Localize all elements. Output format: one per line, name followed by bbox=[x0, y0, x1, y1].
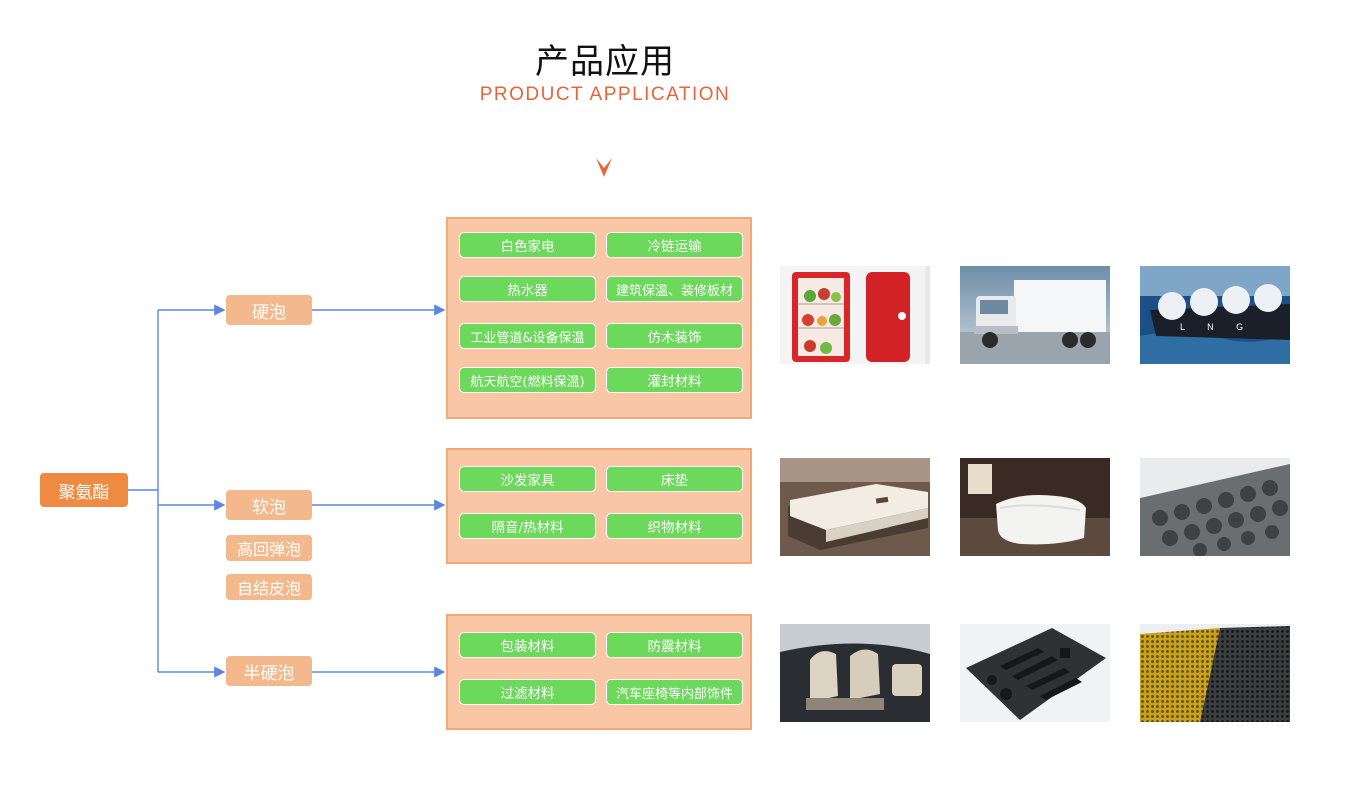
category-soft-foam: 软泡 bbox=[226, 490, 312, 520]
application-pill: 隔音/热材料 bbox=[459, 513, 596, 539]
subtype-high-resilience-foam: 高回弹泡 bbox=[226, 535, 312, 561]
semi-rigid-applications-panel: 包装材料 防震材料 过滤材料 汽车座椅等内部饰件 bbox=[446, 614, 752, 730]
acoustic-foam-photo bbox=[1140, 458, 1290, 556]
root-node-polyurethane: 聚氨酯 bbox=[40, 473, 128, 507]
application-pill: 白色家电 bbox=[459, 232, 596, 258]
application-pill: 航天航空(燃料保温) bbox=[459, 367, 596, 393]
category-rigid-foam: 硬泡 bbox=[226, 295, 312, 325]
application-pill: 床垫 bbox=[606, 466, 743, 492]
application-pill: 仿木装饰 bbox=[606, 323, 743, 349]
application-pill: 冷链运输 bbox=[606, 232, 743, 258]
page-title: 产品应用 bbox=[535, 42, 675, 82]
category-semi-rigid-foam: 半硬泡 bbox=[226, 656, 312, 686]
application-pill: 汽车座椅等内部饰件 bbox=[606, 679, 743, 705]
car-seat-interior-photo bbox=[780, 624, 930, 722]
application-pill: 防震材料 bbox=[606, 632, 743, 658]
soft-applications-panel: 沙发家具 床垫 隔音/热材料 织物材料 bbox=[446, 448, 752, 564]
packaging-foam-insert-photo bbox=[960, 624, 1110, 722]
rigid-applications-panel: 白色家电 冷链运输 热水器 建筑保温、装修板材 工业管道&设备保温 仿木装饰 航… bbox=[446, 217, 752, 419]
chevron-down-icon bbox=[596, 158, 612, 177]
application-pill: 灌封材料 bbox=[606, 367, 743, 393]
refrigerated-truck-photo bbox=[960, 266, 1110, 364]
application-pill: 工业管道&设备保温 bbox=[459, 323, 596, 349]
tanker-hull-lettering: L N G bbox=[1180, 322, 1253, 332]
application-pill: 热水器 bbox=[459, 276, 596, 302]
application-pill: 包装材料 bbox=[459, 632, 596, 658]
page-subtitle: PRODUCT APPLICATION bbox=[479, 84, 731, 105]
application-pill: 织物材料 bbox=[606, 513, 743, 539]
lng-tanker-ship-photo: L N G bbox=[1140, 266, 1290, 364]
application-pill: 过滤材料 bbox=[459, 679, 596, 705]
subtype-self-skinning-foam: 自结皮泡 bbox=[226, 574, 312, 600]
refrigerator-photo bbox=[780, 266, 930, 364]
application-pill: 沙发家具 bbox=[459, 466, 596, 492]
memory-foam-pillow-photo bbox=[960, 458, 1110, 556]
filter-sponge-photo bbox=[1140, 624, 1290, 722]
bed-mattress-photo bbox=[780, 458, 930, 556]
application-pill: 建筑保温、装修板材 bbox=[606, 276, 743, 302]
